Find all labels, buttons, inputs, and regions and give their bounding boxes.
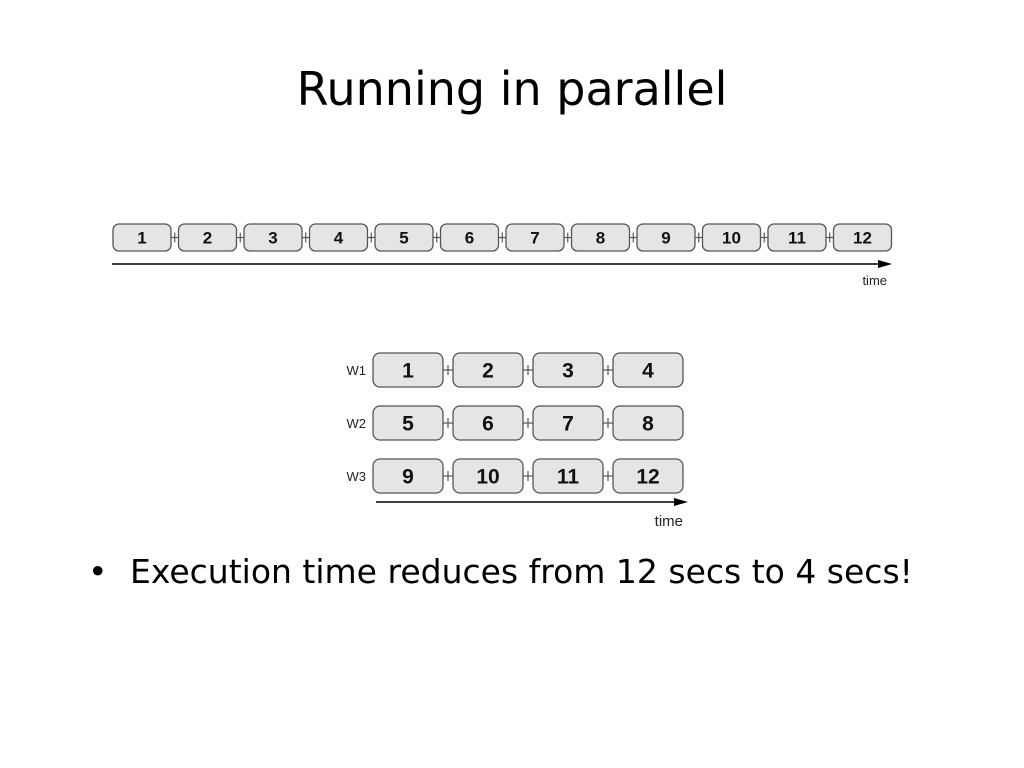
worker-task-label: 6 (482, 413, 494, 436)
worker-task-label: 2 (482, 360, 494, 383)
slide-title: Running in parallel (296, 62, 728, 116)
sequential-task-label: 3 (268, 229, 277, 248)
worker-label: W2 (347, 416, 367, 431)
parallel-time-axis-arrowhead (674, 498, 688, 506)
sequential-task-box (832, 223, 893, 252)
worker-task-label: 7 (562, 413, 574, 436)
worker-task-label: 8 (642, 413, 654, 436)
sequential-task-label: 10 (722, 229, 741, 248)
worker-task-box (612, 458, 684, 494)
worker-label: W1 (347, 363, 367, 378)
worker-task-label: 3 (562, 360, 574, 383)
sequential-task-label: 9 (661, 229, 670, 248)
sequential-time-axis-arrowhead (878, 260, 892, 268)
bullet-item: • Execution time reduces from 12 secs to … (88, 552, 913, 591)
sequential-time-label: time (862, 273, 887, 288)
worker-task-box (612, 405, 684, 441)
bullet-dot: • (88, 552, 108, 591)
sequential-task-label: 2 (203, 229, 212, 248)
sequential-task-label: 1 (137, 229, 146, 248)
sequential-task-label: 5 (399, 229, 408, 248)
sequential-task-label: 8 (596, 229, 605, 248)
parallel-time-label: time (655, 513, 683, 530)
worker-task-label: 11 (557, 466, 580, 489)
sequential-task-label: 12 (853, 229, 872, 248)
worker-task-label: 5 (402, 413, 414, 436)
worker-label: W3 (347, 469, 367, 484)
worker-task-label: 9 (402, 466, 414, 489)
worker-task-label: 1 (402, 360, 414, 383)
worker-task-label: 4 (642, 360, 654, 383)
worker-task-box (612, 352, 684, 388)
sequential-task-label: 4 (334, 229, 344, 248)
sequential-task-label: 11 (788, 229, 806, 248)
worker-task-label: 10 (476, 466, 499, 489)
worker-task-label: 12 (636, 466, 659, 489)
sequential-task-label: 6 (465, 229, 474, 248)
bullet-text: Execution time reduces from 12 secs to 4… (130, 552, 913, 591)
sequential-task-label: 7 (530, 229, 539, 248)
